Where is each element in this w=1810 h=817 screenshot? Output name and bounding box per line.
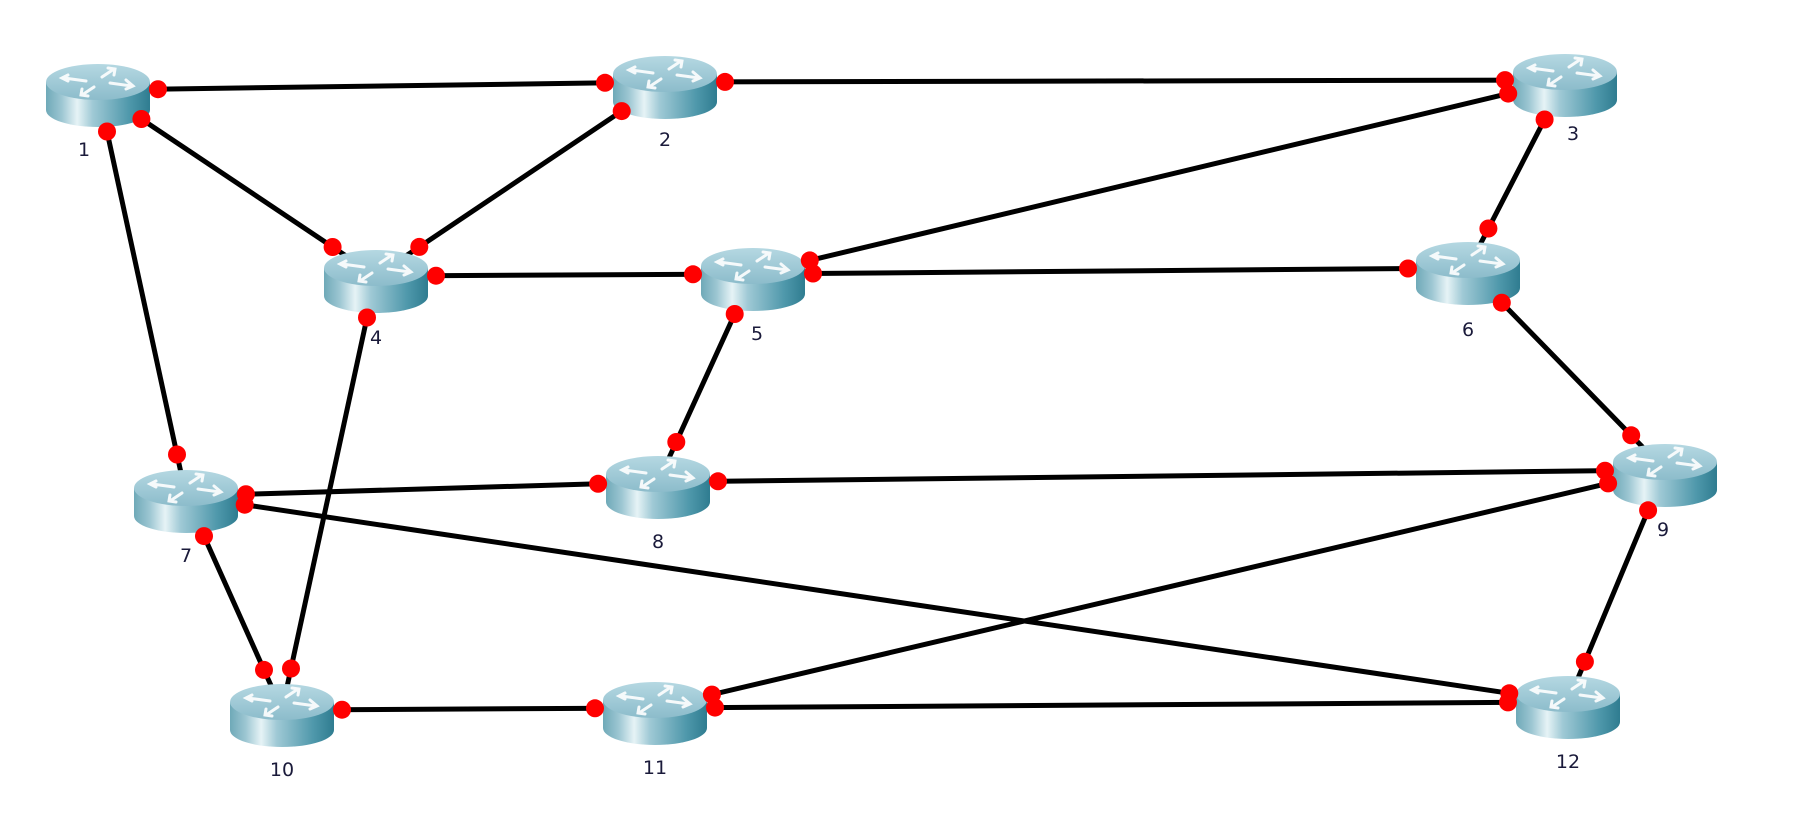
port-status-dot-1-link-1-7 <box>98 122 116 141</box>
link-9-11[interactable] <box>654 467 1666 711</box>
router-4[interactable]: 4 <box>322 248 430 349</box>
port-status-dot-6-link-6-9 <box>1492 293 1511 312</box>
links-layer <box>95 77 1668 713</box>
router-label: 5 <box>751 323 763 345</box>
port-status-dot-1-link-1-2 <box>149 80 167 99</box>
link-2-3[interactable] <box>664 77 1566 85</box>
router-label: 11 <box>643 757 667 779</box>
router-10[interactable]: 10 <box>228 682 336 781</box>
router-label: 7 <box>180 545 192 567</box>
link-5-6[interactable] <box>752 265 1469 277</box>
router-label: 12 <box>1556 751 1580 773</box>
port-status-dot-4-link-4-5 <box>427 266 445 285</box>
router-icon[interactable] <box>228 682 336 749</box>
port-status-dot-3-link-2-3 <box>1496 71 1514 90</box>
port-status-dot-4-link-4-10 <box>358 308 376 327</box>
port-status-dot-1-link-1-4 <box>132 110 151 128</box>
port-status-dot-12-link-9-12 <box>1575 652 1594 671</box>
port-status-dot-5-link-4-5 <box>684 265 702 284</box>
port-status-dot-11-link-10-11 <box>586 699 604 718</box>
link-7-12[interactable] <box>185 493 1569 705</box>
router-icon[interactable] <box>1611 442 1719 509</box>
router-5[interactable]: 5 <box>699 246 807 345</box>
router-icon[interactable] <box>699 246 807 313</box>
port-status-dot-10-link-7-10 <box>255 660 273 679</box>
router-3[interactable]: 3 <box>1511 52 1619 145</box>
router-9[interactable]: 9 <box>1611 442 1719 541</box>
port-status-dot-2-link-1-2 <box>596 73 614 92</box>
router-8[interactable]: 8 <box>604 454 712 553</box>
port-status-dot-11-link-11-12 <box>706 698 724 717</box>
router-6[interactable]: 6 <box>1414 240 1522 341</box>
ports-layer <box>98 71 1658 719</box>
port-status-dot-10-link-4-10 <box>282 659 300 678</box>
router-1[interactable]: 1 <box>44 62 152 161</box>
router-label: 8 <box>652 531 664 553</box>
port-status-dot-9-link-9-12 <box>1639 501 1658 520</box>
router-label: 4 <box>370 327 382 349</box>
link-3-5[interactable] <box>752 77 1566 277</box>
link-11-12[interactable] <box>654 699 1569 711</box>
port-status-dot-12-link-11-12 <box>1499 693 1517 712</box>
router-11[interactable]: 11 <box>601 680 709 779</box>
router-icon[interactable] <box>1511 52 1619 119</box>
port-status-dot-6-link-3-6 <box>1479 219 1498 238</box>
router-label: 10 <box>270 759 294 781</box>
router-label: 9 <box>1657 519 1669 541</box>
port-status-dot-8-link-7-8 <box>589 474 608 493</box>
port-status-dot-5-link-5-8 <box>725 305 744 323</box>
link-7-8[interactable] <box>185 479 659 499</box>
port-status-dot-10-link-10-11 <box>333 700 351 719</box>
router-label: 6 <box>1462 319 1474 341</box>
router-2[interactable]: 2 <box>611 54 719 151</box>
port-status-dot-9-link-6-9 <box>1622 426 1641 445</box>
port-status-dot-3-link-3-6 <box>1535 110 1554 129</box>
port-status-dot-7-link-7-12 <box>235 495 254 514</box>
port-status-dot-2-link-2-3 <box>716 72 734 91</box>
port-status-dot-9-link-9-11 <box>1599 474 1618 493</box>
port-status-dot-4-link-1-4 <box>323 238 342 256</box>
router-7[interactable]: 7 <box>132 468 240 567</box>
port-status-dot-6-link-5-6 <box>1399 259 1417 278</box>
port-status-dot-2-link-2-4 <box>612 102 631 121</box>
link-1-2[interactable] <box>97 79 666 93</box>
router-icon[interactable] <box>601 680 709 747</box>
router-label: 2 <box>659 129 671 151</box>
link-1-7[interactable] <box>95 89 189 497</box>
port-status-dot-4-link-2-4 <box>410 237 429 256</box>
router-label: 3 <box>1567 123 1579 145</box>
router-12[interactable]: 12 <box>1514 674 1622 773</box>
port-status-dot-5-link-5-6 <box>804 264 822 283</box>
port-status-dot-7-link-7-10 <box>195 527 213 546</box>
router-icon[interactable] <box>322 248 430 315</box>
port-status-dot-3-link-3-5 <box>1499 84 1518 103</box>
link-8-9[interactable] <box>657 467 1666 485</box>
router-icon[interactable] <box>1514 674 1622 741</box>
port-status-dot-8-link-5-8 <box>667 433 686 451</box>
router-icon[interactable] <box>132 468 240 535</box>
router-icon[interactable] <box>604 454 712 521</box>
port-status-dot-8-link-8-9 <box>709 472 727 491</box>
port-status-dot-7-link-1-7 <box>168 445 186 464</box>
router-label: 1 <box>78 139 90 161</box>
